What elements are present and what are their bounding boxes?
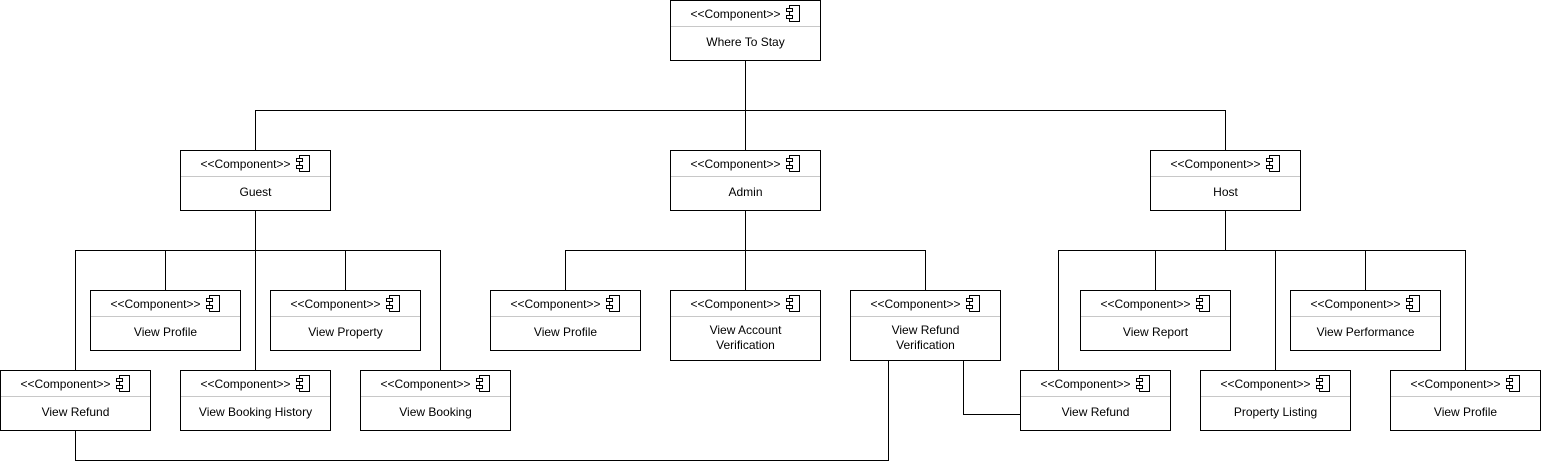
component-host-view-profile[interactable]: <<Component>> View Profile [1390,370,1541,431]
component-icon [1195,294,1211,313]
stereotype-label: <<Component>> [20,376,111,391]
stereotype-label: <<Component>> [690,156,781,171]
stereotype-label: <<Component>> [870,296,961,311]
component-label: View Property [308,325,383,339]
component-host[interactable]: <<Component>> Host [1150,150,1301,211]
connector-guest-refund-to-verification [75,360,889,461]
stereotype-label: <<Component>> [290,296,381,311]
connector-verification-to-host-refund [963,360,1020,415]
component-label: View Profile [533,325,598,339]
stereotype-label: <<Component>> [110,296,201,311]
component-icon [295,154,311,173]
component-icon [475,374,491,393]
component-guest[interactable]: <<Component>> Guest [180,150,331,211]
stereotype-label: <<Component>> [200,156,291,171]
component-label: Admin [728,185,763,199]
component-icon [1265,154,1281,173]
component-label: Host [1213,185,1238,199]
component-guest-view-property[interactable]: <<Component>> View Property [270,290,421,351]
stereotype-label: <<Component>> [510,296,601,311]
component-label: Guest [239,185,272,199]
component-admin-view-refund-verification[interactable]: <<Component>> View Refund Verification [850,290,1001,361]
component-label: View Profile [133,325,198,339]
component-icon [1315,374,1331,393]
stereotype-label: <<Component>> [1310,296,1401,311]
stereotype-label: <<Component>> [690,296,781,311]
component-label: View Account Verification [709,322,782,352]
component-icon [1135,374,1151,393]
component-icon [605,294,621,313]
component-icon [1505,374,1521,393]
component-icon [205,294,221,313]
stereotype-label: <<Component>> [1100,296,1191,311]
stereotype-label: <<Component>> [690,6,781,21]
stereotype-label: <<Component>> [1220,376,1311,391]
component-host-property-listing[interactable]: <<Component>> Property Listing [1200,370,1351,431]
component-icon [295,374,311,393]
component-icon [385,294,401,313]
stereotype-label: <<Component>> [1410,376,1501,391]
component-host-view-report[interactable]: <<Component>> View Report [1080,290,1231,351]
component-label: View Booking [399,405,472,419]
component-icon [785,294,801,313]
stereotype-label: <<Component>> [380,376,471,391]
component-label: View Performance [1316,325,1415,339]
component-guest-view-booking[interactable]: <<Component>> View Booking [360,370,511,431]
component-label: View Refund Verification [891,322,960,352]
component-guest-view-profile[interactable]: <<Component>> View Profile [90,290,241,351]
component-host-view-refund[interactable]: <<Component>> View Refund [1020,370,1171,431]
component-admin-view-profile[interactable]: <<Component>> View Profile [490,290,641,351]
stereotype-label: <<Component>> [1170,156,1261,171]
component-label: Property Listing [1233,405,1318,419]
component-icon [965,294,981,313]
component-label: View Refund [41,405,110,419]
component-admin-view-account-verification[interactable]: <<Component>> View Account Verification [670,290,821,361]
component-guest-view-booking-history[interactable]: <<Component>> View Booking History [180,370,331,431]
component-icon [115,374,131,393]
component-label: Where To Stay [706,35,785,49]
component-label: View Refund [1061,405,1130,419]
component-guest-view-refund[interactable]: <<Component>> View Refund [0,370,151,431]
component-label: View Booking History [198,405,313,419]
component-icon [785,154,801,173]
component-label: View Report [1122,325,1189,339]
stereotype-label: <<Component>> [1040,376,1131,391]
component-host-view-performance[interactable]: <<Component>> View Performance [1290,290,1441,351]
component-where-to-stay[interactable]: <<Component>> Where To Stay [670,0,821,61]
stereotype-label: <<Component>> [200,376,291,391]
component-icon [1405,294,1421,313]
component-icon [785,4,801,23]
component-admin[interactable]: <<Component>> Admin [670,150,821,211]
component-label: View Profile [1433,405,1498,419]
